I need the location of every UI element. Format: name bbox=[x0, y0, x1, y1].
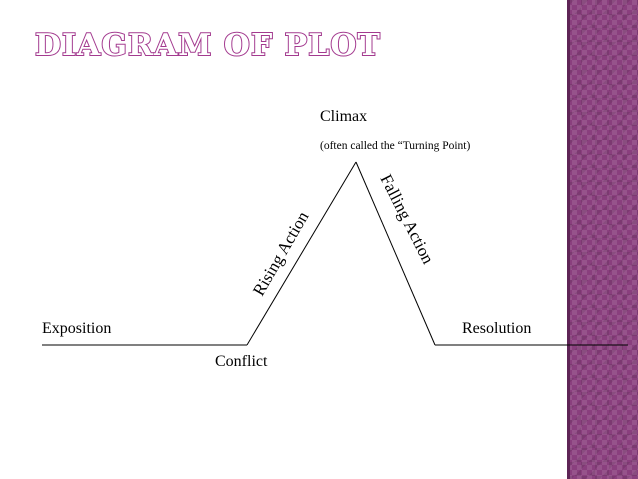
falling-action-line bbox=[355, 161, 436, 346]
decorative-side-band bbox=[567, 0, 638, 479]
exposition-label: Exposition bbox=[42, 320, 111, 337]
slide-title: DIAGRAM OF PLOT bbox=[34, 27, 381, 64]
climax-label: Climax bbox=[320, 108, 367, 125]
falling-action-label: Falling Action bbox=[376, 171, 438, 267]
resolution-label: Resolution bbox=[462, 320, 531, 337]
side-band-edge bbox=[567, 0, 570, 479]
conflict-label: Conflict bbox=[215, 353, 268, 370]
rising-action-line bbox=[246, 161, 357, 346]
climax-note-label: (often called the “Turning Point) bbox=[320, 140, 470, 152]
rising-action-label: Rising Action bbox=[249, 208, 313, 299]
